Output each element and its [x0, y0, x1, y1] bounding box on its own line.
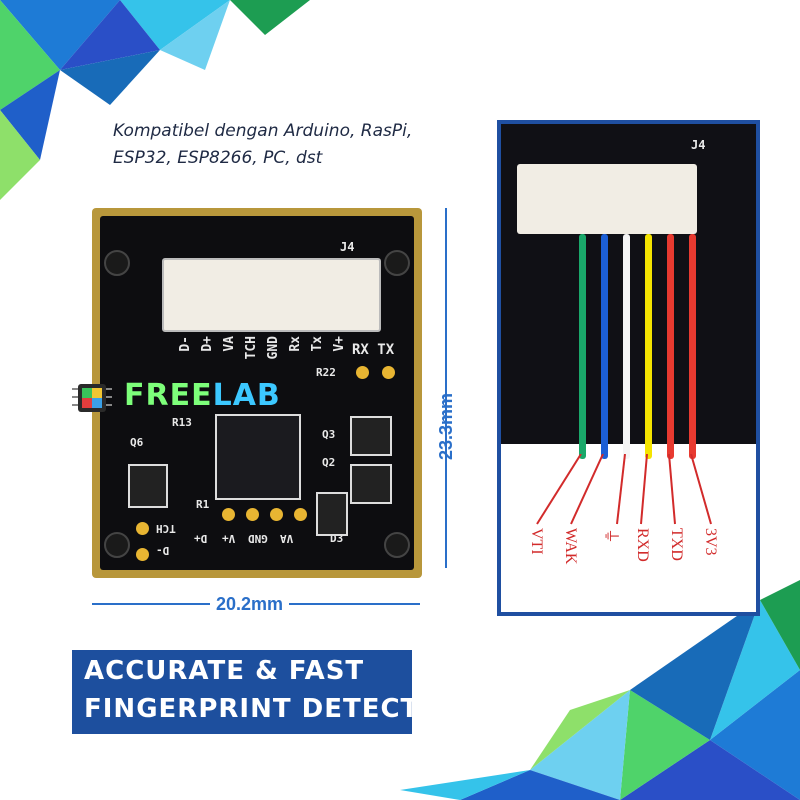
headline-line-1: ACCURATE & FAST	[84, 656, 365, 686]
decorative-polygons-bottom-right	[400, 580, 800, 800]
transistor	[128, 464, 168, 508]
height-dimension: 23.3mm	[430, 350, 470, 470]
pad	[136, 548, 149, 561]
pad-label: D-	[156, 544, 170, 557]
ref-label: Q6	[130, 436, 144, 449]
pin-label: D-	[178, 336, 193, 352]
headline-banner: ACCURATE & FAST FINGERPRINT DETECT!	[72, 650, 431, 734]
pad-label: V+	[222, 532, 236, 545]
ground-icon: ⏚	[602, 528, 619, 545]
pin-label: VA	[222, 336, 237, 352]
pin-label-rxd: RXD	[634, 528, 651, 562]
height-dimension-label: 23.3mm	[436, 392, 456, 460]
pin-label: Tx	[310, 336, 325, 352]
ref-label: Q2	[322, 456, 336, 469]
caption-line-1: Kompatibel dengan Arduino, RasPi,	[113, 121, 413, 141]
pad	[246, 508, 259, 521]
pin-arrows	[536, 454, 712, 525]
pin-label-vti: VTI	[528, 528, 545, 555]
ic-chip	[215, 414, 301, 500]
fingerprint-module-pcb: J4 D- D+ VA TCH GND Rx Tx V+ RX TX R22 R…	[92, 208, 422, 578]
logo-text-free: FREE	[124, 378, 213, 413]
ref-label: Q3	[322, 428, 336, 441]
rxtx-label: RX TX	[352, 342, 395, 358]
pin-label: V+	[332, 336, 347, 352]
transistor	[350, 416, 392, 456]
pad	[270, 508, 283, 521]
pcb-surface: J4 D- D+ VA TCH GND Rx Tx V+ RX TX R22 R…	[100, 216, 414, 570]
j4-connector	[517, 164, 697, 234]
decorative-polygons-top-left	[0, 0, 310, 200]
pin-label: GND	[266, 336, 281, 360]
pad	[136, 522, 149, 535]
diode	[316, 492, 348, 536]
ref-label: R13	[172, 416, 192, 429]
j4-connector	[162, 258, 381, 332]
width-dimension-label: 20.2mm	[210, 594, 290, 615]
ref-label: R1	[196, 498, 210, 511]
pin-label-wak: WAK	[562, 528, 579, 565]
transistor	[350, 464, 392, 504]
pad	[294, 508, 307, 521]
pad-label: VA	[280, 532, 294, 545]
wire	[623, 234, 630, 459]
screw-hole	[384, 532, 410, 558]
height-dimension-line	[445, 208, 447, 568]
screw-hole	[104, 250, 130, 276]
pad-label: D+	[194, 532, 208, 545]
pin-label: TCH	[244, 336, 259, 360]
caption-line-2: ESP32, ESP8266, PC, dst	[113, 148, 323, 168]
screw-hole	[104, 532, 130, 558]
wire	[689, 234, 696, 459]
wiring-photo-panel: J4 VTI WAK ⏚ RXD TXD 3V3	[497, 120, 760, 616]
logo-text-lab: LAB	[212, 378, 281, 413]
connector-ref-label: J4	[340, 240, 355, 254]
compatibility-caption: Kompatibel dengan Arduino, RasPi, ESP32,…	[113, 118, 473, 172]
headline-line-2: FINGERPRINT DETECT!	[84, 694, 433, 724]
logo-text: FREELAB	[124, 378, 281, 413]
ref-label: R22	[316, 366, 336, 379]
pin-label-txd: TXD	[668, 528, 685, 561]
pin-label-3v3: 3V3	[702, 528, 719, 556]
freelab-logo: FREELAB	[72, 378, 280, 416]
pad	[382, 366, 395, 379]
wire	[579, 234, 586, 459]
connector-ref-label: J4	[691, 138, 706, 152]
pad-label: TCH	[156, 522, 176, 535]
wire	[645, 234, 652, 459]
pad	[222, 508, 235, 521]
pin-label: D+	[200, 336, 215, 352]
screw-hole	[384, 250, 410, 276]
pin-label: Rx	[288, 336, 303, 352]
pad	[356, 366, 369, 379]
wire	[667, 234, 674, 459]
pad-label: GND	[248, 532, 268, 545]
chip-logo-icon	[72, 384, 112, 412]
wire	[601, 234, 608, 459]
